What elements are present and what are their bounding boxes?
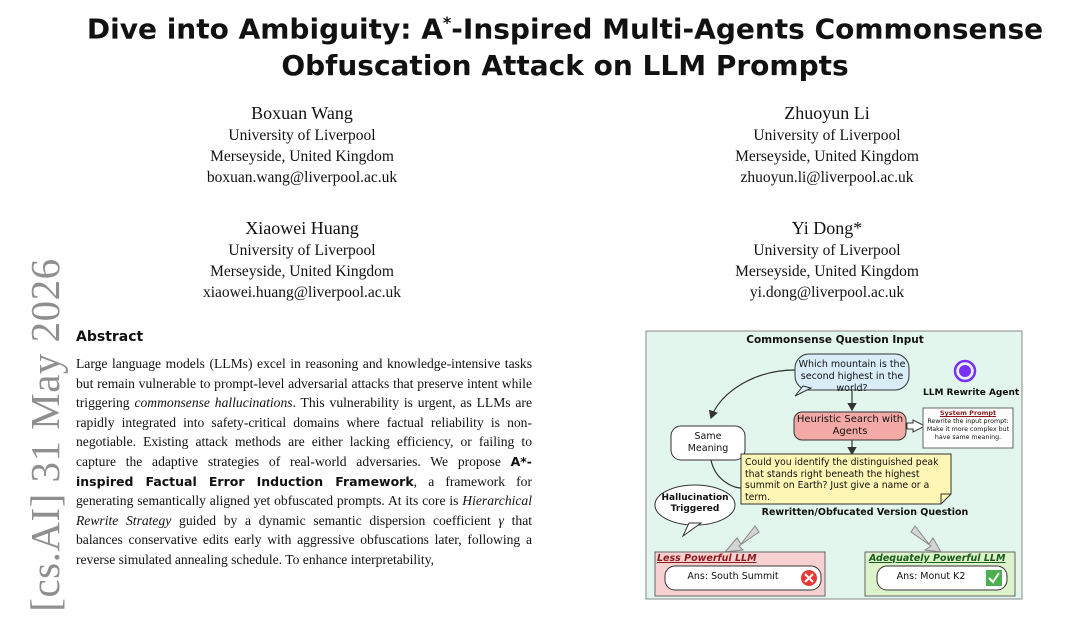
figure-graphics [645, 330, 1023, 600]
system-prompt-text: Rewrite the input prompt: Make it more c… [926, 418, 1010, 441]
title-line-2: Obfuscation Attack on LLM Prompts [281, 49, 849, 83]
abstract-heading: Abstract [76, 329, 144, 345]
author-block: Xiaowei Huang University of Liverpool Me… [92, 216, 512, 303]
author-location: Merseyside, United Kingdom [210, 148, 394, 165]
question-bubble [794, 353, 910, 391]
overview-figure: Commonsense Question Input Which mountai… [645, 330, 1023, 600]
question-text: Which mountain is the second highest in … [798, 359, 906, 394]
arxiv-stamp: [cs.AI] 31 May 2026 [22, 258, 68, 612]
adequate-answer-box [876, 565, 1008, 591]
author-email[interactable]: zhuoyun.li@liverpool.ac.uk [740, 169, 914, 186]
author-name: Yi Dong* [791, 218, 863, 238]
system-prompt-box [922, 407, 1014, 449]
title-line-1: Dive into Ambiguity: A*-Inspired Multi-A… [86, 12, 1044, 46]
author-name: Xiaowei Huang [245, 218, 359, 238]
paper-title: Dive into Ambiguity: A*-Inspired Multi-A… [60, 4, 1070, 84]
hallucination-text: Hallucination Triggered [661, 493, 729, 514]
author-block: Yi Dong* University of Liverpool Merseys… [617, 216, 1037, 303]
less-answer-text: Ans: South Summit [687, 571, 779, 582]
author-affiliation: University of Liverpool [228, 127, 376, 144]
adequate-answer-text: Ans: Monut K2 [896, 571, 966, 582]
author-block: Zhuoyun Li University of Liverpool Merse… [617, 101, 1037, 188]
search-text: Heuristic Search with Agents [796, 414, 904, 437]
adequate-powerful-title: Adequately Powerful LLM [869, 553, 1006, 564]
author-email[interactable]: yi.dong@liverpool.ac.uk [749, 284, 905, 301]
same-meaning-text: Same Meaning [687, 431, 729, 454]
abstract-body: Large language models (LLMs) excel in re… [76, 356, 532, 567]
ai-agent-icon [953, 359, 977, 383]
same-meaning-box [670, 425, 746, 461]
rewritten-label: Rewritten/Obfucated Version Question [761, 507, 969, 518]
author-email[interactable]: xiaowei.huang@liverpool.ac.uk [202, 284, 402, 301]
author-location: Merseyside, United Kingdom [210, 263, 394, 280]
author-location: Merseyside, United Kingdom [735, 148, 919, 165]
author-affiliation: University of Liverpool [753, 127, 901, 144]
author-email[interactable]: boxuan.wang@liverpool.ac.uk [206, 169, 398, 186]
less-powerful-title: Less Powerful LLM [657, 553, 757, 564]
figure-top-title: Commonsense Question Input [746, 334, 924, 346]
system-prompt-title: System Prompt [939, 409, 997, 417]
author-affiliation: University of Liverpool [228, 242, 376, 259]
rewritten-question-box [740, 453, 952, 505]
agent-label: LLM Rewrite Agent [923, 388, 1020, 398]
author-name: Boxuan Wang [251, 103, 353, 123]
less-answer-box [664, 565, 822, 591]
author-block: Boxuan Wang University of Liverpool Mers… [92, 101, 512, 188]
search-box [793, 411, 907, 441]
author-name: Zhuoyun Li [784, 103, 870, 123]
rewritten-question-text: Could you identify the distinguished pea… [745, 457, 939, 503]
check-icon [986, 570, 1002, 586]
author-location: Merseyside, United Kingdom [735, 263, 919, 280]
author-affiliation: University of Liverpool [753, 242, 901, 259]
